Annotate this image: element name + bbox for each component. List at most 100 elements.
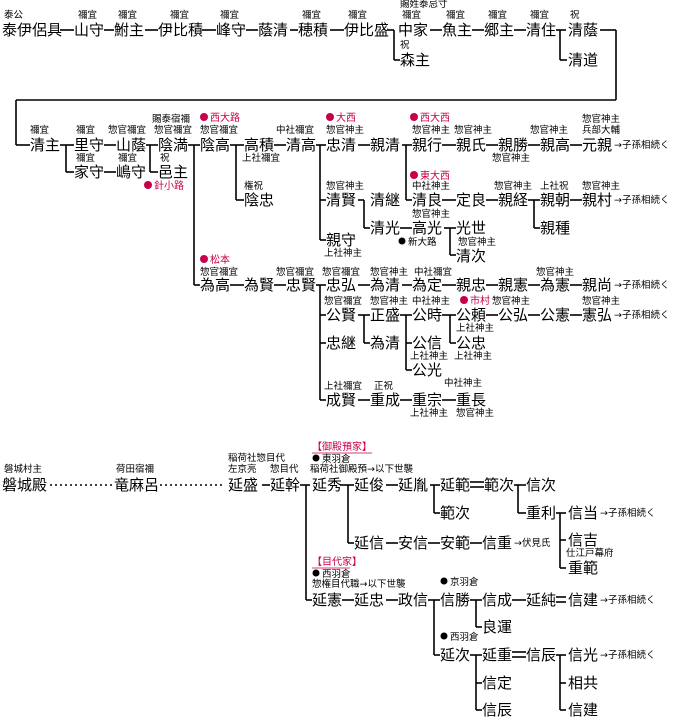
- person-shimamori: 嶋守: [116, 163, 146, 181]
- person-tametaka: 為高: [200, 276, 230, 294]
- note-shison-6: →子孫相続く: [600, 594, 655, 606]
- title-kiyokage: 祝: [570, 9, 580, 21]
- person-tadahiro: 忠弘: [326, 276, 356, 294]
- title-kagetaka: 惣官禰宜: [200, 124, 238, 136]
- title-chikatomo: 上社祝: [540, 180, 569, 192]
- person-nobuhide: 延秀: [312, 476, 342, 494]
- person-kagetaka: 陰高: [200, 136, 230, 154]
- title-kiyonushi: 禰宜: [530, 9, 549, 21]
- flag-hari-koji: 針小路: [154, 179, 184, 192]
- person-kiyokata: 清賢: [326, 191, 356, 209]
- title-uezumi: 禰宜: [302, 9, 321, 21]
- connectors-row2: [60, 144, 582, 286]
- connectors-lower: [50, 481, 566, 711]
- person-kimihiro: 公弘: [498, 306, 528, 324]
- title-yamakage: 惣官禰宜: [108, 124, 146, 136]
- title-shimamori: 禰宜: [118, 152, 137, 164]
- flag-higashi-hakura: 東羽倉: [322, 453, 351, 465]
- title-chikauji: 惣官神主: [454, 124, 492, 136]
- title-shigenaga: 惣官神主: [456, 407, 494, 419]
- note-shison-1: →子孫相続く: [614, 139, 669, 151]
- person-tatsumaro: 竜麻呂: [114, 476, 159, 494]
- title-tadakiyo: 惣官神主: [326, 124, 364, 136]
- flag-oonishi: 大西: [336, 111, 356, 124]
- title-iwaki: 磐城村主: [4, 463, 42, 475]
- flag-dot-kyo-hakura: [440, 577, 448, 585]
- clan-origin: 賜姓泰忌寸: [400, 0, 448, 10]
- person-nobutsugu2: 延次: [440, 646, 470, 664]
- person-nobutake2: 信建: [568, 701, 598, 719]
- person-kiyokage: 清蔭: [568, 21, 598, 39]
- person-nobuzumi: 延純: [526, 591, 556, 609]
- title-iemori: 禰宜: [76, 152, 95, 164]
- person-mitsuyo: 光世: [456, 219, 486, 237]
- person-ihimori: 伊比盛: [344, 21, 389, 39]
- person-nobunobu: 延信: [354, 534, 384, 552]
- title-kagetada: 権祝: [244, 180, 264, 192]
- title-kiyoyoshi: 中社神主: [412, 180, 450, 192]
- flag-dot-nishi-oji: [200, 113, 208, 121]
- flag-dot-higashi-oonishi: [410, 171, 418, 179]
- flag-nishi-hakura: 西羽倉: [322, 568, 351, 580]
- title-kimitada: 上社神主: [454, 350, 492, 362]
- title-norihiro: 惣官神主: [582, 295, 620, 307]
- title-ajinushi: 禰宜: [118, 9, 137, 21]
- person-tamenori: 為憲: [540, 276, 570, 294]
- title-kagemitsu2: 賜泰宿禰: [152, 113, 191, 125]
- person-nobuyoshi: 信吉: [568, 531, 598, 549]
- flag-nishi-oonishi: 西大西: [420, 111, 450, 124]
- person-nobutada: 延忠: [354, 591, 384, 609]
- title-kagemitsu: 惣官禰宜: [154, 124, 192, 136]
- title-kiyotaka: 中社禰宜: [276, 124, 314, 136]
- person-kimimitsu: 公光: [412, 361, 442, 379]
- person-kiyoyoshi: 清良: [412, 191, 442, 209]
- flag-dot-nishi-hakura2: [440, 632, 448, 640]
- person-nobumitsu: 信光: [568, 646, 598, 664]
- person-aitomo: 相共: [568, 674, 598, 692]
- person-shigenari: 重成: [370, 391, 400, 409]
- person-chikakatsu: 親勝: [498, 136, 528, 154]
- person-tadakiyo: 忠清: [326, 136, 356, 154]
- title-yamamori: 禰宜: [78, 9, 97, 21]
- flag-shin-oji: 新大路: [408, 236, 437, 248]
- person-kimitoki: 公時: [412, 306, 442, 324]
- person-nakaie: 中家: [398, 21, 428, 39]
- title-chikamori: 上社神主: [324, 247, 362, 259]
- label-goten-house: 【御殿預家】: [312, 440, 372, 453]
- person-masanobu: 政信: [398, 591, 428, 609]
- person-shigekata: 成賢: [326, 391, 356, 409]
- person-takamitsu: 高光: [412, 219, 442, 237]
- person-kiyomitsu: 清光: [370, 219, 400, 237]
- person-kiminori: 公憲: [540, 306, 570, 324]
- title-satomori: 禰宜: [76, 124, 95, 136]
- person-kagemitsu: 陰満: [158, 136, 188, 154]
- flag-higashi-oonishi: 東大西: [420, 169, 450, 182]
- person-chikatomo: 親朝: [540, 191, 570, 209]
- title-tadahiro: 惣官禰宜: [322, 266, 360, 278]
- person-yamamori: 山守: [74, 21, 104, 39]
- flag-nishi-hakura2: 西羽倉: [450, 631, 479, 643]
- title-takatsumi: 上社禰宜: [242, 152, 280, 164]
- title-morinushi: 祝: [400, 39, 410, 51]
- title-tamesada: 中社禰宜: [414, 266, 452, 278]
- person-takatsumi: 高積: [244, 136, 274, 154]
- person-iwakidono: 磐城殿: [2, 476, 47, 494]
- title-chikayuki: 惣官神主: [412, 124, 450, 136]
- note-shison-7: →子孫相続く: [600, 649, 655, 661]
- flag-matsumoto: 松本: [210, 253, 230, 266]
- person-kagetada: 陰忠: [244, 191, 274, 209]
- title-shigemune: 上社神主: [410, 407, 448, 419]
- person-kiminobu: 公信: [412, 334, 442, 352]
- title-tadakata: 惣官禰宜: [276, 266, 314, 278]
- person-kiyomichi: 清道: [568, 51, 598, 69]
- note-shison-3: →子孫相続く: [614, 279, 669, 291]
- title-kimitoki: 中社神主: [412, 295, 450, 307]
- person-nobumoto: 延幹: [270, 476, 300, 494]
- person-sadayoshi: 定良: [456, 191, 486, 209]
- person-yamakage: 山蔭: [116, 136, 146, 154]
- flag-dot-nishi-oonishi: [410, 113, 418, 121]
- connectors-row3: [230, 284, 582, 401]
- person-chikanao: 親尚: [582, 276, 612, 294]
- title-chikatsune: 惣官神主: [494, 180, 532, 192]
- person-nobukatsu: 信勝: [440, 591, 470, 609]
